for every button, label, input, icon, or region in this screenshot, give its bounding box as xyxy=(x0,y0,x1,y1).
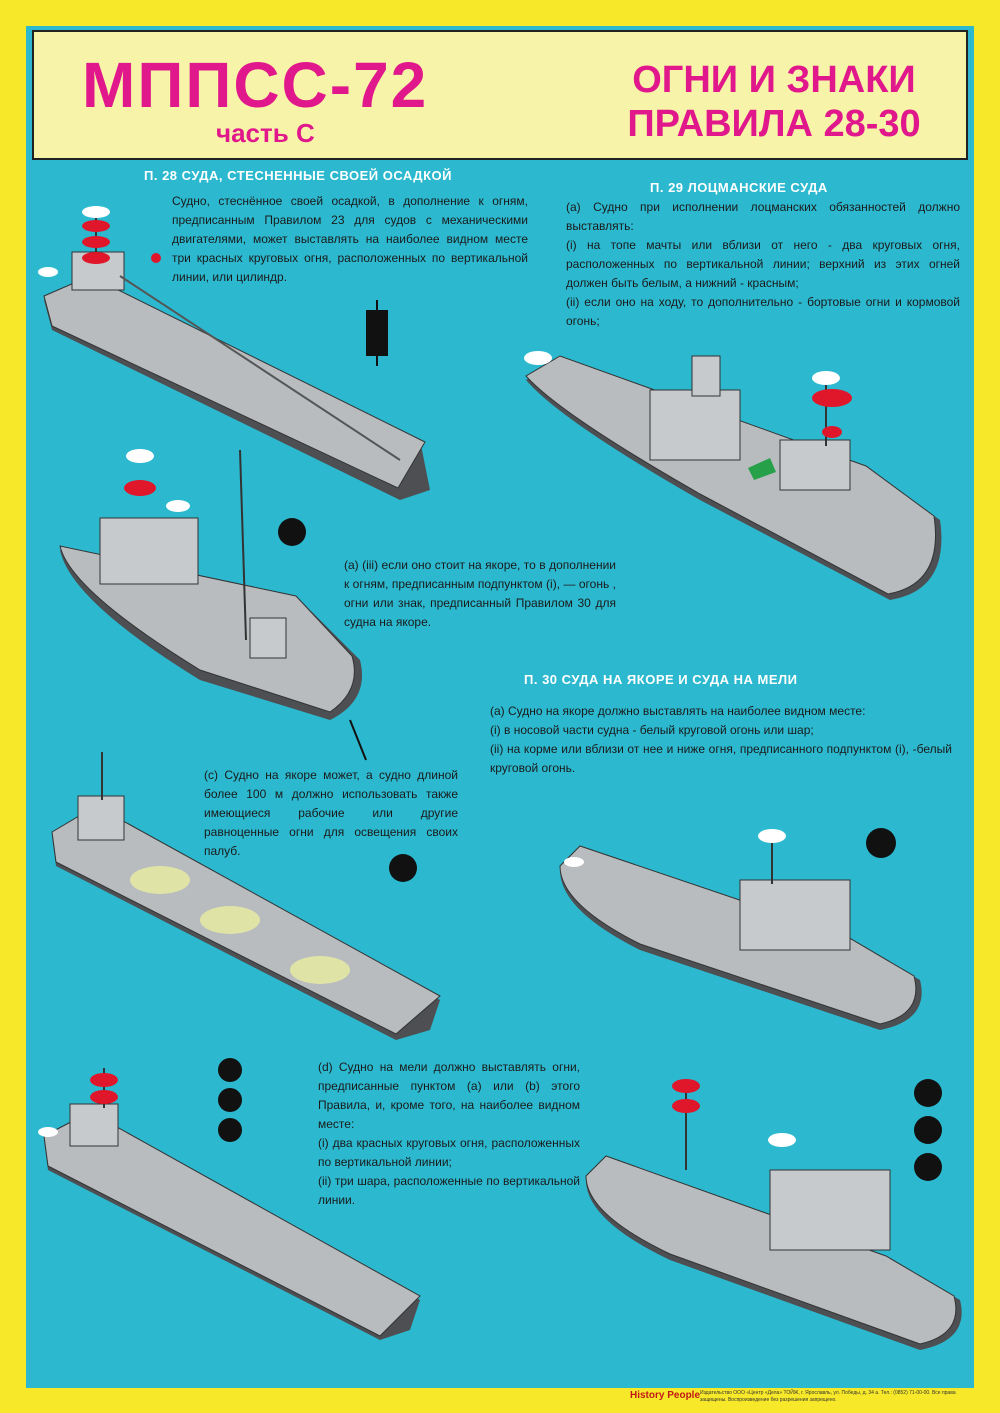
tanker1-pipe xyxy=(119,275,401,461)
tanker4-bridge xyxy=(69,1103,119,1147)
deck-light-glow xyxy=(200,906,260,934)
red-light-icon xyxy=(82,252,110,264)
ball-icon xyxy=(218,1058,242,1082)
section-heading-p29: П. 29 ЛОЦМАНСКИЕ СУДА xyxy=(650,180,828,195)
pilot-boat-anchored xyxy=(59,449,367,761)
tanker-aground xyxy=(43,1068,421,1340)
p30-d-i: (i) два красных круговых огня, расположе… xyxy=(318,1136,580,1169)
white-light-icon xyxy=(38,267,58,277)
pilot-boat-antenna xyxy=(239,449,247,641)
header-right-line2: ПРАВИЛА 28-30 xyxy=(627,103,921,145)
red-light-icon xyxy=(90,1090,118,1104)
anchor-chain xyxy=(349,719,367,761)
p29-a: (а) Судно при исполнении лоцманских обяз… xyxy=(566,200,960,233)
white-light-icon xyxy=(38,1127,58,1137)
white-light-icon xyxy=(126,449,154,463)
red-light-icon xyxy=(812,389,852,407)
poster-header: МППСС-72 часть С ОГНИ И ЗНАКИ ПРАВИЛА 28… xyxy=(32,30,968,160)
deck-light-glow xyxy=(130,866,190,894)
header-right-title: ОГНИ И ЗНАКИ ПРАВИЛА 28-30 xyxy=(584,58,964,146)
anchor-ball-icon xyxy=(389,854,417,882)
p29-ii: (ii) если оно на ходу, то дополнительно … xyxy=(566,295,960,328)
section-heading-p30: П. 30 СУДА НА ЯКОРЕ И СУДА НА МЕЛИ xyxy=(524,672,798,687)
publisher-logo: History People xyxy=(630,1390,701,1401)
red-light-icon xyxy=(82,236,110,248)
red-light-icon xyxy=(672,1099,700,1113)
tanker-anchored-deck-lights xyxy=(51,752,441,1040)
white-light-icon xyxy=(564,857,584,867)
pilot-boat-box xyxy=(249,617,287,659)
ball-icon xyxy=(218,1088,242,1112)
ball-icon xyxy=(914,1153,942,1181)
p30-text-block: (а) Судно на якоре должно выставлять на … xyxy=(490,702,952,778)
p30-d-text-block: (d) Судно на мели должно выставлять огни… xyxy=(318,1058,580,1210)
deck-light-glow xyxy=(290,956,350,984)
pilot-vessel-bridge xyxy=(779,439,851,491)
white-light-icon xyxy=(812,371,840,385)
tanker3-bridge xyxy=(77,795,125,841)
red-light-icon xyxy=(82,220,110,232)
vessel-anchored xyxy=(559,842,922,1030)
tanker1-deck xyxy=(43,275,426,489)
red-light-icon xyxy=(90,1073,118,1087)
poster-background xyxy=(26,26,974,1388)
p30-d-intro: (d) Судно на мели должно выставлять огни… xyxy=(318,1060,580,1131)
tanker1-white-light-icon xyxy=(82,206,110,218)
pilot-vessel-deck xyxy=(525,355,936,595)
anchor-ball-icon xyxy=(866,828,896,858)
white-light-icon xyxy=(768,1133,796,1147)
p30-c-text: (с) Судно на якоре может, а судно длиной… xyxy=(204,768,458,858)
p28-text: Судно, стеснённое своей осадкой, в допол… xyxy=(172,194,528,284)
ball-icon xyxy=(218,1118,242,1142)
p30-ii: (ii) на корме или вблизи от нее и ниже о… xyxy=(490,742,952,775)
p29-text-block: (а) Судно при исполнении лоцманских обяз… xyxy=(566,198,960,331)
header-right-line1: ОГНИ И ЗНАКИ xyxy=(632,59,916,101)
p30-i: (i) в носовой части судна - белый кругов… xyxy=(490,723,814,737)
p30-a: (а) Судно на якоре должно выставлять на … xyxy=(490,704,866,718)
red-light-icon xyxy=(124,480,156,496)
white-light-icon xyxy=(166,500,190,512)
p29-i: (i) на топе мачты или вблизи от него - д… xyxy=(566,238,960,290)
ball-icon xyxy=(914,1116,942,1144)
section-heading-p28: П. 28 СУДА, СТЕСНЕННЫЕ СВОЕЙ ОСАДКОЙ xyxy=(144,168,452,183)
anchor-ball-icon xyxy=(278,518,306,546)
vessel7-superstructure xyxy=(769,1169,891,1251)
red-light-icon xyxy=(672,1079,700,1093)
p29-anchor-text: (а) (iii) если оно стоит на якоре, то в … xyxy=(344,558,616,629)
p30-d-ii: (ii) три шара, расположенные по вертикал… xyxy=(318,1174,580,1207)
pilot-vessel-underway xyxy=(525,355,942,600)
pilot-boat-cabin xyxy=(99,517,199,585)
vessel-aground xyxy=(585,1090,962,1350)
red-light-icon xyxy=(151,253,161,263)
white-light-icon xyxy=(524,351,552,365)
vessel6-deck xyxy=(559,845,917,1025)
ball-icon xyxy=(914,1079,942,1107)
red-light-icon xyxy=(822,426,842,438)
white-light-icon xyxy=(758,829,786,843)
pilot-boat-deck xyxy=(59,545,355,713)
publisher-imprint: Издательство ООО «Центр «Дела» ТОЙЖ, г. … xyxy=(700,1390,956,1403)
vessel6-superstructure xyxy=(739,879,851,951)
page-title: МППСС-72 xyxy=(82,49,429,121)
green-sidelight-icon xyxy=(748,458,776,480)
pilot-vessel-funnel xyxy=(691,355,721,397)
page-subtitle: часть С xyxy=(216,118,315,148)
pilot-vessel-superstructure xyxy=(649,389,741,461)
